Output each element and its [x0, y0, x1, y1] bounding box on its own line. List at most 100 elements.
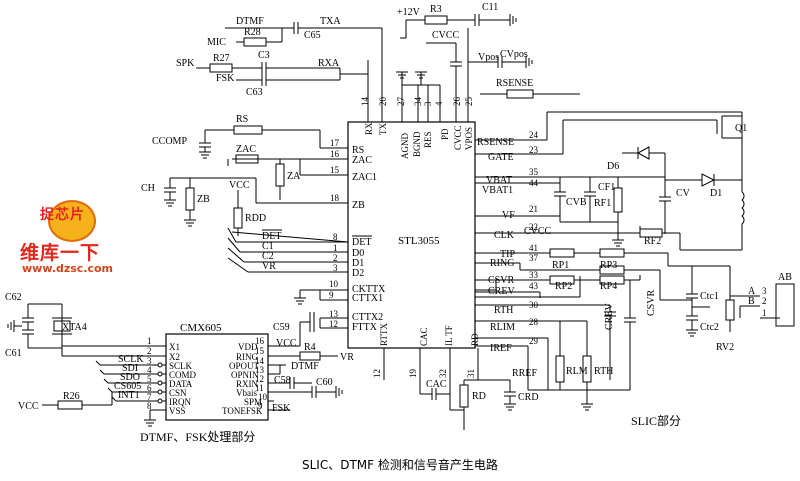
pin-opnin-label: OPNIN: [231, 370, 259, 380]
ab-num-3: 3: [762, 286, 767, 296]
fsk-cmx-label: FSK: [272, 403, 291, 414]
bias-leads: [547, 320, 593, 411]
r27-label: R27: [213, 53, 230, 64]
stl-top-pin-numbers: 14 20 27 34 3 4 26 25: [360, 97, 474, 107]
pin-rth-label: RTH: [494, 305, 513, 316]
pin-number: 27: [396, 97, 406, 107]
cv-label: CV: [676, 188, 691, 199]
pin-cttx2-label: CTTX2: [352, 312, 383, 323]
cmx-right-pin-labels: VDD RING OPOUT OPNIN RXIN Vbais SPM TONE…: [222, 342, 263, 416]
csvr-label: CSVR: [646, 290, 657, 316]
stl-left-leads: [256, 147, 348, 329]
ab-pin-a: A: [748, 286, 756, 297]
int1-label: INT1: [118, 390, 140, 401]
audio-input-net: [196, 22, 382, 86]
pin-pd: PD: [440, 128, 450, 140]
pin-vbais-label: Vbais: [236, 388, 257, 398]
pin-rd-label: RD: [470, 333, 480, 346]
pin-number: 8: [147, 401, 152, 411]
pin-irqn-label: IRQN: [169, 397, 191, 407]
pin-clk-label: CLK: [494, 230, 515, 241]
c65-label: C65: [304, 30, 321, 41]
pin-number: 15: [255, 346, 265, 356]
vpos-label: Vpos: [478, 52, 499, 63]
site-text: www.dzsc.com: [22, 262, 114, 275]
vr-bus-label: VR: [262, 261, 276, 272]
c62-label: C62: [5, 292, 22, 303]
rf2-label: RF2: [644, 236, 661, 247]
pin-number: 28: [529, 317, 539, 327]
q1-transistor: [716, 115, 742, 139]
c63-label: C63: [246, 87, 263, 98]
pin-crev-label: CREV: [488, 286, 515, 297]
pin-number: 31: [466, 369, 476, 378]
brand-text: 维库一下: [20, 242, 101, 264]
line-protection: [686, 266, 795, 337]
cmx-left-pin-numbers: 1 2 3 4 5 6 7 8: [147, 336, 152, 411]
pin-number: 22: [529, 222, 538, 232]
stl-bottom-pin-labels: RTTX CAC IL TF RD: [379, 323, 480, 346]
rlm-resistor: [555, 355, 565, 383]
r26-label: R26: [63, 391, 80, 402]
ab-pin-b: B: [748, 296, 755, 307]
dtmf-cmx-label: DTMF: [291, 361, 319, 372]
pin-number: 29: [529, 336, 539, 346]
watermark-logo: 捉芯片 维库一下 www.dzsc.com: [20, 200, 140, 278]
pin-res: RES: [423, 131, 433, 148]
cmx-pin-circles: [157, 362, 163, 404]
rs-label: RS: [236, 114, 248, 125]
cmx605-chip-body: [165, 333, 269, 421]
pin-number: 1: [333, 243, 338, 253]
stl3055-label: STL3055: [398, 235, 440, 247]
pin-number: 8: [333, 232, 338, 242]
spk-label: SPK: [176, 58, 195, 69]
pin-number: 37: [529, 253, 539, 263]
ab-label: AB: [778, 272, 792, 283]
cmx-left-pin-labels: X1 X2 SCLK COMD DATA CSN IRQN VSS: [169, 342, 197, 416]
cmx-right-leads: [268, 345, 343, 411]
pin-number: 13: [255, 365, 265, 375]
d1-label: D1: [710, 188, 722, 199]
ab-num-1: 1: [762, 308, 767, 318]
pin-ring-label: RING: [236, 352, 258, 362]
diagram-title: SLIC、DTMF 检测和信号音产生电路: [302, 458, 498, 472]
rsense-label: RSENSE: [496, 78, 533, 89]
d1-diode: [665, 173, 742, 187]
pin-number: 1: [147, 336, 152, 346]
dtmf-label: DTMF: [236, 16, 264, 27]
pin-gate-label: GATE: [488, 152, 514, 163]
pin-zac1-label: ZAC1: [352, 172, 377, 183]
pin-vbat-label: VBAT: [486, 175, 512, 186]
pin-number: 32: [438, 369, 448, 378]
pin-number: 16: [330, 149, 340, 159]
pin-number: 35: [529, 167, 539, 177]
pin-number: 13: [329, 309, 339, 319]
pin-cttx1-label: CTTX1: [352, 293, 383, 304]
vcc-r26-label: VCC: [18, 401, 39, 412]
pin-d2-label: D2: [352, 268, 364, 279]
stl-right-pin-numbers: 24 23 35 44 21 22 41 37 33 43 30 28 29: [529, 130, 539, 346]
q1-label: Q1: [735, 123, 747, 134]
c58-label: C58: [274, 375, 291, 386]
c1-label: C1: [262, 241, 274, 252]
zac-label: ZAC: [236, 144, 256, 155]
pin-number: 6: [147, 383, 152, 393]
pin-number: 44: [529, 178, 539, 188]
d6-diode: [622, 146, 666, 180]
pin-spm-label: SPM: [244, 397, 262, 407]
pin-number: 14: [360, 97, 370, 107]
pin-number: 15: [330, 165, 340, 175]
mic-label: MIC: [207, 37, 226, 48]
pin-number: 2: [333, 253, 338, 263]
sdo-label: SDO: [120, 372, 140, 383]
pin-number: 16: [255, 336, 265, 346]
l5-inductor: [741, 191, 745, 236]
pin-zb-label: ZB: [352, 200, 365, 211]
pin-csn-label: CSN: [169, 388, 187, 398]
c60-label: C60: [316, 377, 333, 388]
sclk-label: SCLK: [118, 354, 144, 365]
pin-number: 12: [255, 374, 264, 384]
pin-tip-label: TIP: [500, 249, 515, 260]
pin-vf-label: VF: [502, 210, 515, 221]
